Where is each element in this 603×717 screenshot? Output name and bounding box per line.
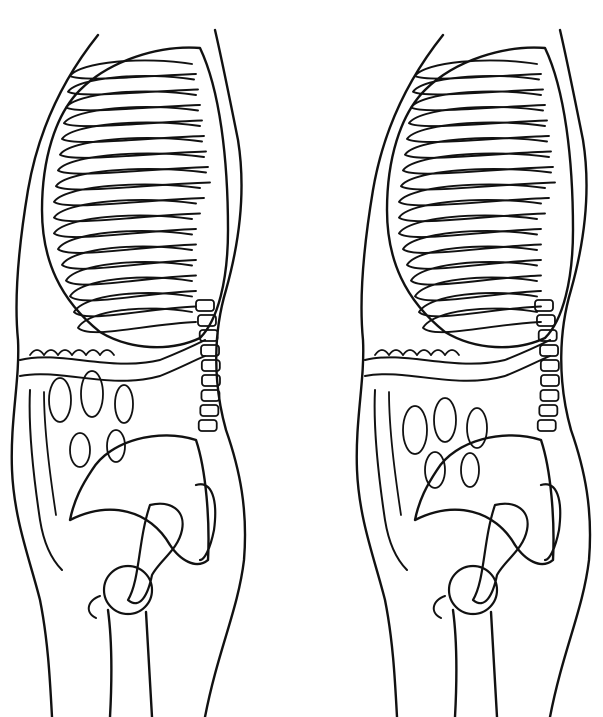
vertebra xyxy=(196,300,214,311)
haustrum xyxy=(403,350,417,355)
colon-inner-wall xyxy=(389,392,401,515)
pubis xyxy=(473,504,528,603)
ribs xyxy=(54,60,210,332)
intestine-loop xyxy=(107,430,125,462)
body-outline-back xyxy=(550,30,590,717)
figure-right xyxy=(357,30,590,717)
colon-haustra xyxy=(30,350,114,355)
vertebra xyxy=(541,375,559,386)
vertebra xyxy=(201,390,219,401)
haustrum xyxy=(44,350,58,355)
haustrum xyxy=(86,350,100,355)
vertebra xyxy=(540,345,558,356)
vertebra xyxy=(540,390,558,401)
femur-shaft-front xyxy=(453,610,456,717)
haustrum xyxy=(100,350,114,355)
greater-trochanter xyxy=(434,596,445,618)
small-intestine xyxy=(49,371,133,467)
haustrum xyxy=(417,350,431,355)
haustrum xyxy=(389,350,403,355)
figure-left xyxy=(12,30,245,717)
colon-haustra xyxy=(375,350,459,355)
haustrum xyxy=(375,350,389,355)
femur-shaft-back xyxy=(146,612,152,717)
pubis xyxy=(128,504,183,603)
haustrum xyxy=(72,350,86,355)
vertebra xyxy=(200,405,218,416)
haustrum xyxy=(58,350,72,355)
vertebra xyxy=(537,315,555,326)
vertebra xyxy=(535,300,553,311)
ilium xyxy=(415,435,554,564)
intestine-loop xyxy=(49,378,71,422)
vertebra xyxy=(539,405,557,416)
body-outline-back xyxy=(205,30,245,717)
vertebra xyxy=(541,360,559,371)
spine xyxy=(535,300,559,431)
ascending-colon xyxy=(375,390,407,570)
femoral-head xyxy=(449,566,497,614)
intestine-loop xyxy=(461,453,479,487)
ribs xyxy=(399,60,555,332)
transverse-colon-lower xyxy=(365,356,550,381)
ascending-colon xyxy=(30,390,62,570)
small-intestine xyxy=(403,398,487,488)
femoral-head xyxy=(104,566,152,614)
haustrum xyxy=(445,350,459,355)
transverse-colon-lower xyxy=(20,356,205,381)
ilium xyxy=(70,435,209,564)
femur-shaft-front xyxy=(108,610,111,717)
intestine-loop xyxy=(434,398,456,442)
greater-trochanter xyxy=(89,596,100,618)
intestine-loop xyxy=(115,385,133,423)
intestine-loop xyxy=(70,433,90,467)
femur-shaft-back xyxy=(491,612,497,717)
haustrum xyxy=(431,350,445,355)
haustrum xyxy=(30,350,44,355)
intestine-loop xyxy=(403,406,427,454)
vertebra xyxy=(199,420,217,431)
vertebra xyxy=(538,420,556,431)
